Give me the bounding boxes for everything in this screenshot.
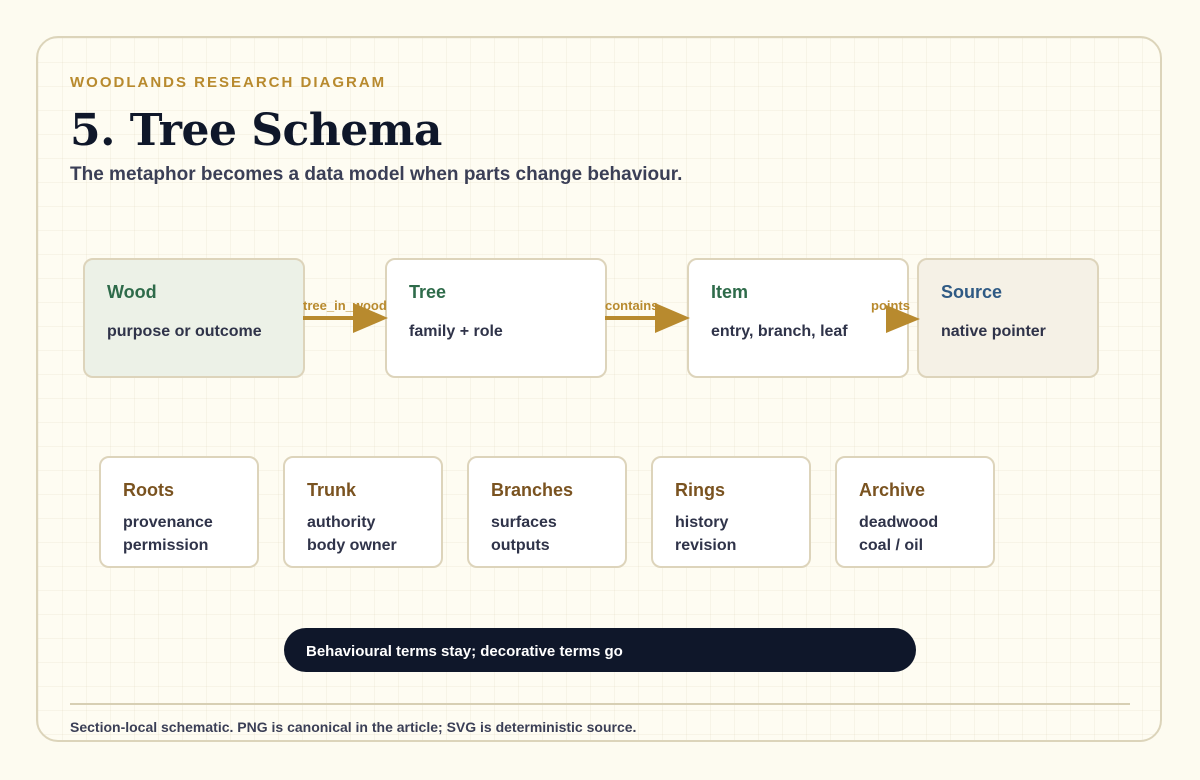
part-card-roots: Roots provenance permission (99, 456, 259, 568)
diagram-card (36, 36, 1162, 742)
part-line: surfaces (491, 514, 557, 531)
edge-arrow-points (886, 305, 920, 333)
part-card-rings: Rings history revision (651, 456, 811, 568)
footer-divider (70, 703, 1130, 705)
edge-label: tree_in_wood (303, 298, 387, 313)
part-title: Trunk (307, 480, 357, 500)
banner-text: Behavioural terms stay; decorative terms… (306, 643, 623, 660)
part-line: deadwood (859, 514, 939, 531)
part-title: Rings (675, 480, 726, 500)
part-line: authority (307, 514, 376, 531)
footer-note: Section-local schematic. PNG is canonica… (70, 719, 637, 735)
page-title: 5. Tree Schema (70, 105, 442, 156)
edge-label: contains (605, 298, 659, 313)
part-line: revision (675, 537, 737, 554)
eyebrow-label: WOODLANDS RESEARCH DIAGRAM (70, 74, 387, 91)
part-title: Archive (859, 480, 926, 500)
part-line: permission (123, 537, 209, 554)
node-wood: Wood purpose or outcome (83, 258, 305, 378)
part-card-trunk: Trunk authority body owner (283, 456, 443, 568)
node-tree: Tree family + role (385, 258, 607, 378)
node-description: family + role (409, 323, 503, 340)
node-title: Wood (107, 282, 157, 302)
node-title: Item (711, 282, 749, 302)
edge-arrow-tree-in-wood (303, 303, 388, 333)
summary-banner: Behavioural terms stay; decorative terms… (284, 628, 916, 672)
edge-label: points (871, 298, 910, 313)
node-item: Item entry, branch, leaf (687, 258, 909, 378)
node-description: purpose or outcome (107, 323, 262, 340)
node-description: native pointer (941, 323, 1046, 340)
node-description: entry, branch, leaf (711, 323, 848, 340)
part-line: coal / oil (859, 537, 924, 554)
node-title: Tree (409, 282, 447, 302)
edge-arrow-contains (605, 303, 690, 333)
part-title: Branches (491, 480, 574, 500)
part-card-branches: Branches surfaces outputs (467, 456, 627, 568)
part-line: history (675, 514, 729, 531)
node-title: Source (941, 282, 1003, 302)
part-line: body owner (307, 537, 397, 554)
part-card-archive: Archive deadwood coal / oil (835, 456, 995, 568)
part-title: Roots (123, 480, 174, 500)
part-line: provenance (123, 514, 213, 531)
node-source: Source native pointer (917, 258, 1099, 378)
part-line: outputs (491, 537, 550, 554)
page-subtitle: The metaphor becomes a data model when p… (70, 164, 683, 185)
